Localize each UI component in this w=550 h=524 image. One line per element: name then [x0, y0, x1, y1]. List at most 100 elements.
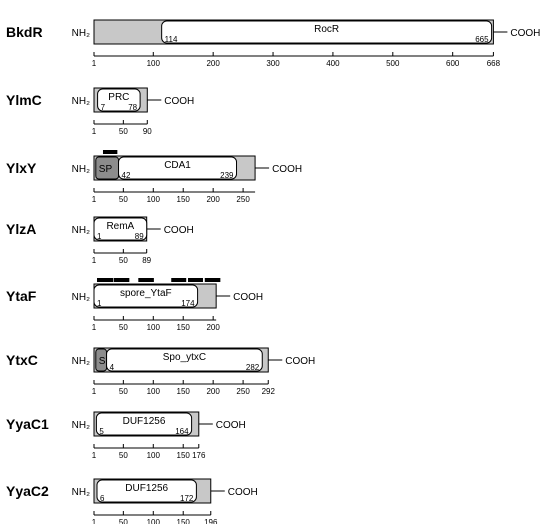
domain-label: PRC [108, 92, 129, 103]
protein-name: YlmC [6, 92, 42, 108]
scale-tick-label: 150 [177, 518, 191, 524]
signal-peptide-label: SP [99, 356, 113, 367]
scale-tick-label: 200 [206, 387, 220, 396]
scale-tick-label: 250 [236, 387, 250, 396]
n-terminus-label: NH₂ [72, 96, 90, 107]
scale-tick-label: 200 [206, 323, 220, 332]
scale-tick-label: 1 [92, 323, 97, 332]
scale-tick-label: 250 [236, 195, 250, 204]
segment-bar [171, 278, 187, 282]
domain-end-position: 665 [475, 35, 489, 44]
scale-tick-label: 1 [92, 195, 97, 204]
c-terminus-label: COOH [164, 96, 194, 107]
c-terminus-label: COOH [510, 28, 540, 39]
segment-bar [96, 278, 114, 282]
scale-tick-label: 50 [119, 387, 128, 396]
domain-start-position: 1 [97, 232, 102, 241]
c-terminus-label: COOH [164, 225, 194, 236]
domain-end-position: 174 [181, 299, 195, 308]
protein-name: YtaF [6, 288, 37, 304]
domain-box [95, 412, 193, 436]
scale-tick-label: 50 [119, 518, 128, 524]
scale-tick-label: 150 [177, 451, 191, 460]
protein-name: YyaC2 [6, 483, 49, 499]
segment-bar [102, 150, 118, 154]
segment-bar [113, 278, 130, 282]
domain-label: RemA [106, 221, 134, 232]
scale-tick-label: 150 [177, 323, 191, 332]
scale-tick-label: 1 [92, 451, 97, 460]
domain-end-position: 89 [135, 232, 144, 241]
c-terminus-label: COOH [233, 292, 263, 303]
protein-name: YtxC [6, 352, 38, 368]
scale-tick-label: 300 [266, 59, 280, 68]
scale-tick-label: 292 [262, 387, 276, 396]
protein-name: YlzA [6, 221, 36, 237]
scale-tick-label: 1 [92, 387, 97, 396]
scale-tick-label: 100 [147, 451, 161, 460]
scale-tick-label: 50 [119, 195, 128, 204]
c-terminus-label: COOH [216, 420, 246, 431]
domain-start-position: 114 [165, 35, 178, 44]
scale-tick-label: 100 [147, 195, 161, 204]
c-terminus-label: COOH [228, 487, 258, 498]
scale-tick-label: 1 [92, 59, 97, 68]
domain-box [97, 88, 141, 112]
scale-tick-label: 668 [487, 59, 501, 68]
scale-tick-label: 200 [206, 59, 220, 68]
domain-start-position: 42 [122, 171, 131, 180]
scale-tick-label: 1 [92, 518, 97, 524]
n-terminus-label: NH₂ [72, 225, 90, 236]
domain-start-position: 1 [97, 299, 102, 308]
domain-label: spore_YtaF [120, 288, 172, 299]
domain-box [93, 284, 199, 308]
domain-label: DUF1256 [125, 483, 168, 494]
domain-label: Spo_ytxC [163, 352, 206, 363]
scale-tick-label: 89 [142, 256, 151, 265]
n-terminus-label: NH₂ [72, 487, 90, 498]
domain-end-position: 282 [246, 363, 260, 372]
protein-name: BkdR [6, 24, 43, 40]
protein-name: YlxY [6, 160, 37, 176]
protein-name: YyaC1 [6, 416, 49, 432]
domain-end-position: 78 [128, 103, 137, 112]
domain-start-position: 6 [100, 494, 105, 503]
scale-tick-label: 600 [446, 59, 460, 68]
scale-tick-label: 176 [192, 451, 206, 460]
scale-tick-label: 90 [143, 127, 152, 136]
scale-tick-label: 50 [119, 127, 128, 136]
scale-tick-label: 400 [326, 59, 340, 68]
segment-bar [188, 278, 203, 282]
scale-tick-label: 50 [119, 323, 128, 332]
domain-box [161, 20, 493, 44]
scale-tick-label: 150 [177, 195, 191, 204]
scale-tick-label: 200 [206, 195, 220, 204]
c-terminus-label: COOH [272, 164, 302, 175]
c-terminus-label: COOH [285, 356, 315, 367]
domain-box [118, 156, 238, 180]
n-terminus-label: NH₂ [72, 164, 90, 175]
scale-tick-label: 50 [119, 256, 128, 265]
domain-box [106, 348, 263, 372]
scale-tick-label: 1 [92, 256, 97, 265]
n-terminus-label: NH₂ [72, 356, 90, 367]
domain-label: DUF1256 [123, 416, 166, 427]
n-terminus-label: NH₂ [72, 420, 90, 431]
domain-start-position: 7 [101, 103, 106, 112]
domain-end-position: 239 [220, 171, 234, 180]
scale-tick-label: 150 [177, 387, 191, 396]
domain-label: RocR [314, 24, 339, 35]
scale-tick-label: 196 [204, 518, 218, 524]
scale-tick-label: 100 [147, 387, 161, 396]
scale-tick-label: 100 [147, 59, 161, 68]
domain-end-position: 164 [175, 427, 189, 436]
scale-tick-label: 100 [147, 518, 161, 524]
scale-tick-label: 1 [92, 127, 97, 136]
domain-start-position: 4 [110, 363, 115, 372]
domain-start-position: 5 [99, 427, 104, 436]
segment-bar [204, 278, 221, 282]
n-terminus-label: NH₂ [72, 292, 90, 303]
scale-tick-label: 500 [386, 59, 400, 68]
domain-end-position: 172 [180, 494, 194, 503]
